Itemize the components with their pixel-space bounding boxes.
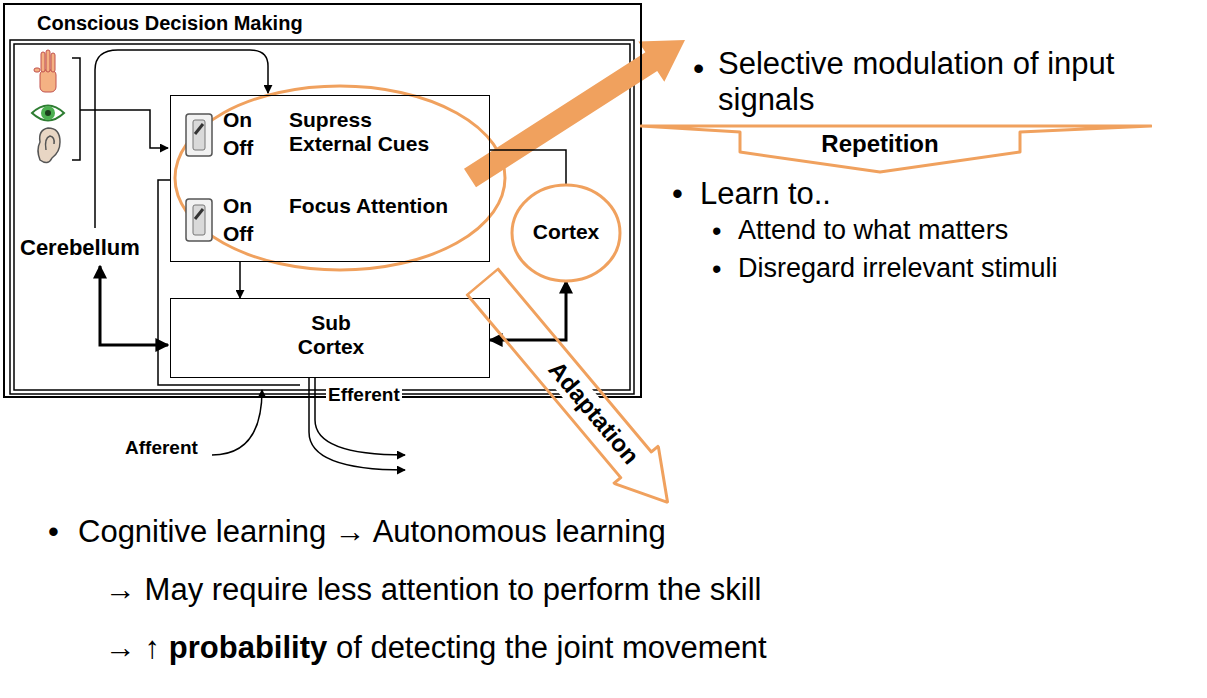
part-label: Cerebellum (20, 235, 140, 260)
bullet: • (48, 514, 59, 550)
connector (239, 262, 241, 298)
node-text: Sub Cortex (286, 311, 376, 359)
efferent-arrow (315, 378, 405, 455)
switch-box: OnOffSupress External CuesOnOffFocus Att… (170, 95, 490, 262)
cerebellum-arrow (100, 266, 168, 345)
note-text: → May require less attention to perform … (105, 572, 761, 608)
switch-icon (186, 199, 212, 241)
connector (490, 150, 566, 185)
efferent-arrow (309, 378, 405, 470)
node-text: Repetition (805, 130, 955, 158)
note-text: Learn to.. (700, 176, 831, 212)
node-text: On (223, 194, 252, 218)
bullet: • (712, 254, 721, 285)
switch-icon (186, 114, 212, 156)
connector (490, 281, 566, 340)
highlight-ellipse (175, 86, 505, 270)
ear-icon (38, 128, 60, 163)
note-text: probability (169, 630, 327, 666)
adaptation-arrow: Adaptation (459, 262, 691, 523)
eye-icon (32, 106, 64, 121)
note-text: Attend to what matters (738, 215, 1008, 246)
cortex-circle: Cortex (510, 183, 622, 283)
node-text: Off (223, 222, 253, 246)
node-text: Cortex (516, 220, 616, 244)
hand-icon (34, 50, 56, 92)
afferent-arrow (212, 390, 262, 455)
note-text: → ↑ (105, 630, 160, 666)
frame-box: Conscious Decision MakingOnOffSupress Ex… (3, 3, 642, 398)
inner-frame (10, 40, 634, 394)
node-text: Off (223, 136, 253, 160)
node-text: Focus Attention (289, 194, 454, 218)
node-text: Conscious Decision Making (37, 12, 303, 35)
node-text: Supress External Cues (289, 108, 454, 156)
repetition-arrow: Repetition (640, 118, 1152, 174)
note-text: Cognitive learning → Autonomous learning (78, 514, 666, 550)
process-box: Sub Cortex (170, 298, 490, 378)
bullet: • (712, 216, 721, 247)
note-text: Selective modulation of input signals (718, 46, 1158, 117)
signal-label: Afferent (125, 437, 198, 459)
callout-arrow (464, 40, 685, 187)
bullet: • (672, 176, 683, 212)
bullet: • (693, 50, 704, 87)
cerebellum-line (95, 50, 268, 228)
bracket (72, 58, 80, 160)
note-text: Disregard irrelevant stimuli (738, 253, 1058, 284)
signal-label: Efferent (326, 384, 402, 406)
note-text: of detecting the joint movement (336, 630, 767, 666)
inner-frame (14, 44, 630, 390)
sensory-line (80, 110, 168, 148)
node-text: On (223, 108, 252, 132)
